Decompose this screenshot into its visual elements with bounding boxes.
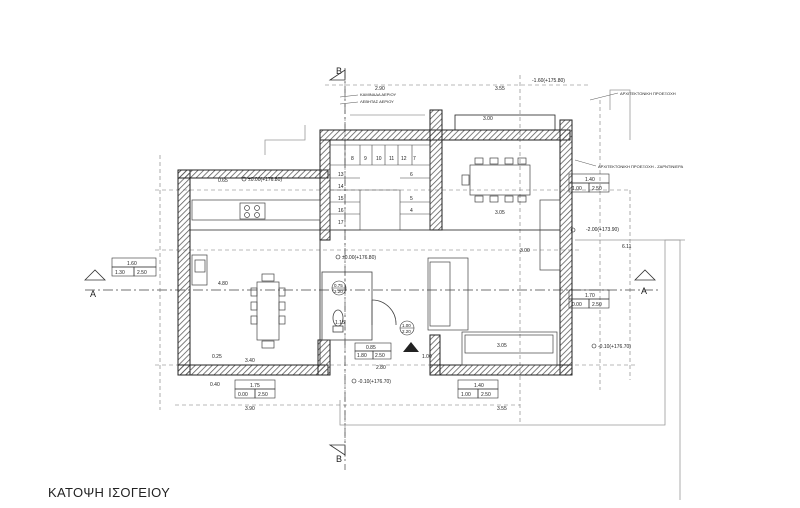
window-tags: 1.40 1.00 2.50 1.60 1.30 2.50 1.70 0.00 …: [111, 173, 610, 399]
stair-step: 11: [389, 156, 394, 162]
dim-step-a: 3.00: [483, 116, 493, 122]
window-tag: 1.40 1.00 2.50: [568, 173, 610, 193]
dim-small-a: 0.25: [212, 354, 222, 360]
window-tag-sill: 0.00: [238, 392, 248, 398]
dim-top-right: 3.55: [495, 86, 505, 92]
kitchen-table: [250, 273, 286, 349]
window-tag-height: 2.50: [481, 392, 491, 398]
door-tag: 1.00 2.20: [399, 320, 415, 336]
window-tag-sill: 1.30: [115, 270, 125, 276]
window-tag: 1.70 0.00 2.50: [568, 289, 610, 309]
dim-bottom-total-left: 3.90: [245, 406, 255, 412]
window-tag-height: 2.50: [137, 270, 147, 276]
section-line-b: [328, 68, 346, 470]
stair-step: 15: [338, 196, 344, 202]
dim-dining-width: 3.05: [495, 210, 505, 216]
window-tag-sill: 1.80: [357, 353, 367, 359]
door-tag-width: 0.75: [334, 283, 343, 288]
stair-step: 17: [338, 220, 344, 226]
dim-bottom-total-right: 3.55: [497, 406, 507, 412]
stair-step: 13: [338, 172, 344, 178]
window-tag-width: 1.40: [474, 383, 484, 389]
window-tag-height: 2.50: [375, 353, 385, 359]
kitchen-counter: [191, 199, 321, 286]
dim-small-c: 1.00: [422, 354, 432, 360]
window-tag-width: 1.60: [127, 261, 137, 267]
stair-numbers: 9 10 11 12 13 14 15 16 17 8 7 6 5 4: [338, 156, 416, 226]
staircase: [329, 144, 431, 231]
stair-step: 4: [410, 208, 413, 214]
window-tag-width: 1.75: [250, 383, 260, 389]
stair-step: 8: [351, 156, 354, 162]
gas-boiler-note: ΛΕΒΗΤΑΣ ΑΕΡΙΟΥ: [360, 99, 394, 104]
living-sofas: [427, 199, 561, 366]
dim-bottom-left: 3.40: [245, 358, 255, 364]
window-tag-height: 2.50: [592, 302, 602, 308]
section-label-b-top: B: [336, 66, 342, 76]
level-porch-front: -0.10(+176.70): [358, 379, 391, 385]
stair-step: 16: [338, 208, 344, 214]
door-tags: 0.75 2.20 1.00 2.20: [331, 280, 415, 336]
dim-small-b: 0.40: [210, 382, 220, 388]
level-right: -2.00(+173.90): [586, 227, 619, 233]
dining-table: [461, 157, 531, 203]
stair-step: 6: [410, 172, 413, 178]
level-kitchen: ±0.00(+176.80): [248, 177, 282, 183]
door-tag-width: 1.00: [402, 323, 411, 328]
dim-side-a: 3.00: [520, 248, 530, 254]
entrance-arrow-icon: [403, 342, 419, 352]
wc-dim: 1.15: [335, 320, 345, 326]
wc-room: [321, 271, 397, 341]
dimension-labels: 2.90 3.55 3.40 2.80 3.90 3.55 3.05 3.05 …: [210, 86, 632, 412]
door-tag-height: 2.20: [402, 329, 411, 334]
dim-left-height: 4.80: [218, 281, 228, 287]
dim-top-left: 2.90: [375, 86, 385, 92]
dim-bottom-mid: 2.80: [376, 365, 386, 371]
level-marks: -1.60(+175.80) ±0.00(+176.80) ±0.00(+176…: [248, 78, 631, 385]
door-tag-height: 2.20: [334, 289, 343, 294]
stair-step: 12: [401, 156, 407, 162]
window-tag-sill: 1.00: [461, 392, 471, 398]
level-top: -1.60(+175.80): [532, 78, 565, 84]
arch-proexochi-note: ΑΡΧΙΤΕΚΤΟΝΙΚΗ ΠΡΟΕΞΟΧΗ: [620, 91, 676, 96]
arch-zardiniera-note: ΑΡΧΙΤΕΚΤΟΝΙΚΗ ΠΡΟΕΞΟΧΗ - ΖΑΡΝΤΙΝΙΕΡΑ: [598, 164, 683, 169]
section-label-a-right: A: [641, 286, 647, 296]
wall-outlines: [189, 114, 561, 366]
dim-side-b: 6.11: [622, 244, 632, 250]
window-tag-width: 1.70: [585, 293, 595, 299]
annotations: ΚΑΜΙΝΑΔΑ ΑΕΡΙΟΥ ΛΕΒΗΤΑΣ ΑΕΡΙΟΥ ΑΡΧΙΤΕΚΤΟ…: [360, 91, 683, 169]
window-tag: 0.85 1.80 2.50: [354, 342, 392, 360]
section-label-a-left: A: [90, 289, 96, 299]
window-tag: 1.75 0.00 2.50: [234, 379, 276, 399]
stair-step: 10: [376, 156, 382, 162]
dim-kitchen-depth: 0.65: [218, 178, 228, 184]
section-line-a: [84, 269, 660, 291]
section-label-b-bottom: B: [336, 454, 342, 464]
stair-step: 14: [338, 184, 344, 190]
gas-hood-note: ΚΑΜΙΝΑΔΑ ΑΕΡΙΟΥ: [360, 92, 396, 97]
window-tag-height: 2.50: [592, 186, 602, 192]
stair-step: 9: [364, 156, 367, 162]
door-tag: 0.75 2.20: [331, 280, 347, 296]
dim-living-width: 3.05: [497, 343, 507, 349]
window-tag-width: 1.40: [585, 177, 595, 183]
window-tag-sill: 0.00: [572, 302, 582, 308]
stair-step: 5: [410, 196, 413, 202]
drawing-title: ΚΑΤΟΨΗ ΙΣΟΓΕΙΟΥ: [48, 485, 171, 500]
level-living: ±0.00(+176.80): [342, 255, 376, 261]
window-tag: 1.60 1.30 2.50: [111, 257, 157, 277]
window-tag-width: 0.85: [366, 345, 376, 351]
level-porch-right: -0.10(+176.70): [598, 344, 631, 350]
window-tag-sill: 1.00: [572, 186, 582, 192]
window-tag-height: 2.50: [258, 392, 268, 398]
window-tag: 1.40 1.00 2.50: [457, 379, 499, 399]
stair-step: 7: [413, 156, 416, 162]
